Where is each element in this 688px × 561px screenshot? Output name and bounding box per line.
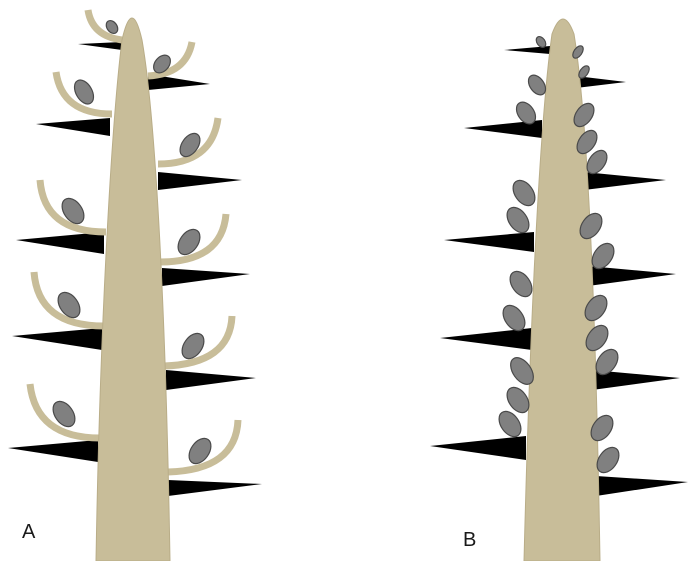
panel-b: B [430,19,688,561]
leaf-b-left-4 [440,328,532,350]
leaf-a-right-3 [162,268,250,286]
stem-a [96,18,170,561]
panel-a: A [8,10,262,561]
organ-b-10 [503,203,534,236]
leaf-a-right-2 [158,172,242,190]
leaf-a-right-5 [168,480,262,496]
leaf-a-left-2 [36,118,110,136]
leaf-a-left-4 [12,328,102,350]
leaf-b-left-3 [444,232,534,252]
leaf-b-right-2 [584,172,666,190]
leaf-b-right-3 [588,266,676,286]
leaf-b-left-5 [430,436,526,460]
leaf-a-right-4 [166,370,256,390]
panel-label-a: A [22,521,36,543]
leaf-a-left-1 [78,42,122,50]
leaf-a-left-3 [16,232,104,254]
leaf-a-left-5 [8,440,98,462]
organ-b-9 [509,176,540,209]
leaf-b-right-5 [596,476,688,496]
panel-label-b: B [463,529,476,551]
organ-b-13 [506,267,537,300]
stem-b [524,19,600,561]
